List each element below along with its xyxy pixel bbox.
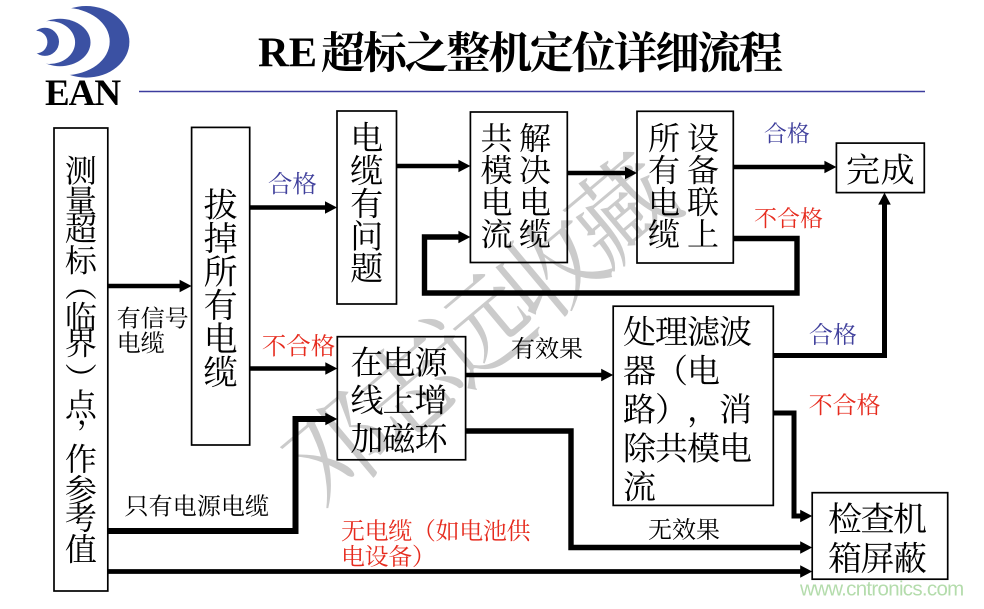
- svg-text:EAN: EAN: [45, 73, 121, 114]
- svg-text:RE: RE: [258, 30, 317, 77]
- svg-text:www.cntronics.com: www.cntronics.com: [799, 578, 964, 601]
